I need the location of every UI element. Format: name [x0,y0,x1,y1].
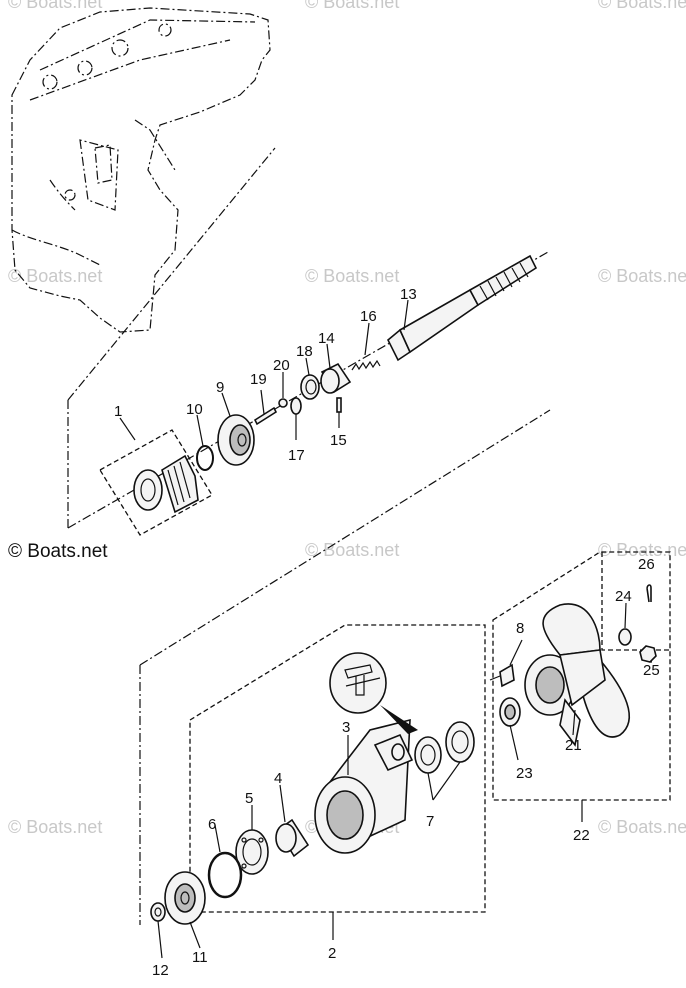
cotter-pin [646,584,652,603]
watermark-lower-right: © Boats.net [598,817,686,837]
lower-unit-housing [11,7,271,333]
ball [278,398,288,408]
callout-13: 13 [400,286,417,303]
detail-bubble [329,652,418,734]
callout-19: 19 [250,371,267,388]
group-26-outline [601,552,670,651]
callout-4: 4 [274,770,282,787]
watermark-primary: © Boats.net [8,541,108,562]
lower-group-outline [139,409,551,925]
watermark-top-center: © Boats.net [305,0,399,12]
ring [300,374,320,400]
callout-labels: 1 2 3 4 5 6 7 8 9 10 11 12 13 14 15 16 1… [114,286,660,979]
watermark-middle-right: © Boats.net [598,540,686,560]
lower-leaders [157,602,652,959]
reverse-gear [164,871,206,925]
o-ring [196,445,214,471]
pin [253,406,278,426]
carrier-bolt [489,663,515,688]
cross-pin [336,397,342,413]
bearing-assembly [133,454,199,514]
watermark-upper-center: © Boats.net [305,266,399,286]
callout-17: 17 [288,447,305,464]
prop-washer [618,628,632,646]
spacer [290,397,302,415]
propeller [524,603,631,747]
bearing-carrier [314,718,414,854]
callout-12: 12 [152,962,169,979]
callout-7: 7 [426,813,434,830]
watermark-lower-left: © Boats.net [8,817,102,837]
callout-11: 11 [192,949,208,966]
callout-24: 24 [615,588,632,605]
watermark-upper-left: © Boats.net [8,266,102,286]
callout-21: 21 [565,737,582,754]
carrier-bearings [414,721,475,774]
callout-3: 3 [342,719,350,736]
pinion-gear [217,414,255,466]
callout-8: 8 [516,620,524,637]
carrier-o-ring [207,851,243,899]
callout-25: 25 [643,662,660,679]
group-22-outline [492,551,671,801]
callout-22: 22 [573,827,590,844]
watermark-top-left: © Boats.net [8,0,102,12]
callout-15: 15 [330,432,347,449]
group-2-outline [189,624,486,913]
thrust-hub [499,697,521,727]
callout-23: 23 [516,765,533,782]
callout-6: 6 [208,816,216,833]
upper-group-outline [67,147,549,529]
bushing [275,818,310,858]
callout-9: 9 [216,379,224,396]
spring [351,359,381,371]
watermark-top-right: © Boats.net [598,0,686,12]
callout-5: 5 [245,790,253,807]
callout-20: 20 [273,357,290,374]
callout-2: 2 [328,945,336,962]
callout-18: 18 [296,343,313,360]
group-1-outline [99,429,213,536]
watermark-middle-center: © Boats.net [305,540,399,560]
prop-nut [639,645,657,663]
watermark-upper-right: © Boats.net [598,266,686,286]
callout-14: 14 [318,330,335,347]
propeller-shaft [387,254,538,362]
clutch [320,362,352,394]
callout-1: 1 [114,403,122,420]
callout-10: 10 [186,401,203,418]
thrust-washer [150,902,166,922]
callout-16: 16 [360,308,377,325]
upper-leaders [119,299,409,447]
callout-26: 26 [638,556,655,573]
